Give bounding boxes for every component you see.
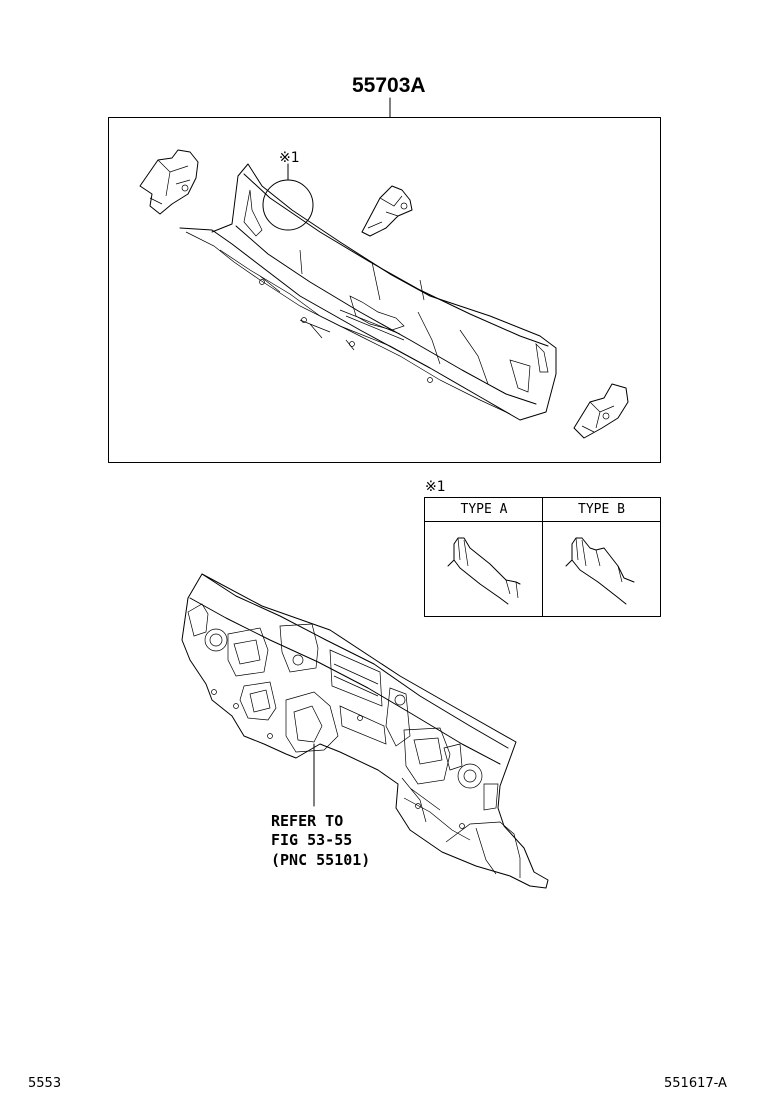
reference-line-3: (PNC 55101) — [271, 851, 371, 869]
type-b-label: TYPE B — [578, 502, 625, 517]
left-bracket-drawing — [139, 149, 199, 215]
type-a-section — [447, 537, 521, 605]
assembly-box — [108, 117, 661, 463]
center-bracket-drawing — [361, 185, 413, 237]
legend-table — [424, 497, 661, 617]
footer-left-code: 5553 — [28, 1076, 62, 1091]
footer-right-code: 551617-A — [664, 1076, 727, 1091]
reference-line-1: REFER TO — [271, 812, 344, 830]
dash-panel-drawing — [181, 573, 549, 889]
detail-circle — [262, 179, 314, 231]
legend-note-marker: ※1 — [425, 479, 446, 495]
type-a-label: TYPE A — [460, 502, 508, 517]
cowl-panel-drawing — [179, 163, 557, 421]
part-number-label: 55703A — [352, 74, 426, 97]
detail-note-marker: ※1 — [279, 150, 300, 166]
reference-line-2: FIG 53-55 — [271, 831, 353, 849]
type-b-section — [565, 537, 635, 605]
right-bracket-drawing — [573, 383, 629, 439]
